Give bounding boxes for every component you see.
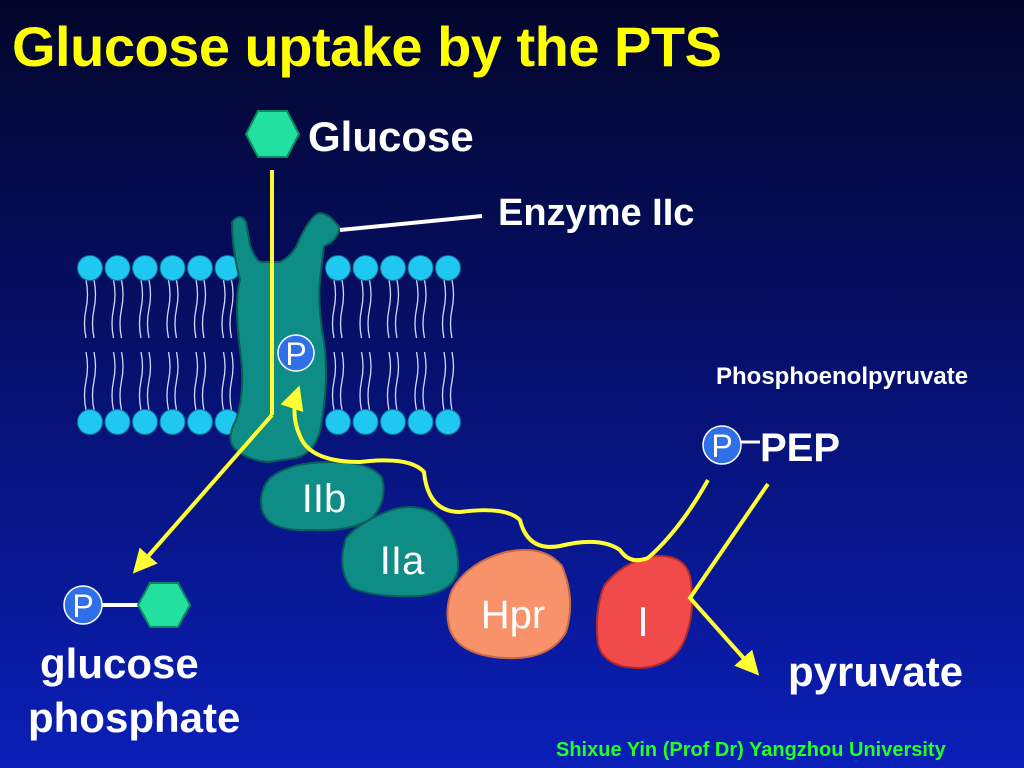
phosphoenolpyruvate-label: Phosphoenolpyruvate [716, 363, 969, 390]
lipid-head [325, 255, 351, 281]
lipid-tail [394, 279, 400, 339]
lipid-tail [138, 279, 144, 339]
lipid-tail [193, 279, 199, 339]
lipid-tail [229, 279, 234, 339]
lipid-tail [359, 351, 364, 411]
lipid-tail [367, 279, 372, 339]
lipid-bilayer-membrane [77, 255, 461, 435]
protein-enzyme-i [595, 554, 694, 670]
slide-title: Glucose uptake by the PTS [12, 15, 722, 78]
lipid-head [435, 255, 461, 281]
lipid-tail [91, 351, 97, 411]
lipid-head [380, 409, 406, 435]
lipid-head [77, 255, 103, 281]
lipid-tail [119, 351, 124, 411]
phosphate-circle-pep [702, 425, 742, 465]
lipid-tail [201, 279, 207, 339]
protein-iia [341, 506, 460, 598]
lipid-tail [229, 351, 234, 411]
glucose-hexagon [244, 110, 301, 158]
lipid-tail [339, 279, 345, 339]
lipid-tail [449, 351, 455, 411]
lipid-head [104, 255, 131, 281]
lipid-head [407, 255, 434, 281]
lipid-tail [221, 279, 226, 339]
glucose-phosphate-hexagon [136, 582, 192, 628]
lipid-tail [146, 279, 152, 339]
lipid-tail [394, 351, 400, 411]
lipid-head [77, 409, 103, 435]
lipid-head [159, 409, 186, 435]
lipid-tail [359, 279, 364, 339]
lipid-tail [201, 351, 207, 411]
lipid-tail [138, 351, 144, 411]
enzyme-iic-label: Enzyme IIc [498, 192, 695, 234]
pyruvate-label: pyruvate [788, 648, 964, 695]
lipid-head [352, 409, 379, 435]
lipid-tail [221, 351, 226, 411]
lipid-tail [193, 351, 199, 411]
lipid-tail [414, 279, 419, 339]
lipid-tail [331, 279, 337, 339]
lipid-tail [119, 279, 124, 339]
label-enzyme-i: I [637, 598, 649, 645]
lipid-tail [422, 351, 427, 411]
lipid-tail [166, 279, 171, 339]
lipid-head [435, 409, 461, 435]
phosphate-relay-path [280, 385, 710, 563]
label-iib: IIb [302, 477, 346, 521]
lipid-tail [367, 351, 372, 411]
lipid-tail [146, 351, 152, 411]
lipid-head [407, 409, 434, 435]
lipid-tail [166, 351, 171, 411]
lipid-head [132, 255, 158, 281]
lipid-head [132, 409, 158, 435]
label-iia: IIa [380, 539, 425, 583]
lipid-head [352, 255, 379, 281]
lipid-tail [422, 279, 427, 339]
protein-hpr [446, 548, 572, 660]
lipid-tail [386, 279, 392, 339]
pep-to-pyruvate-arrow [687, 482, 770, 676]
phosphate-symbol-iic: P [285, 336, 306, 372]
lipid-tail [414, 351, 419, 411]
lipid-head [380, 255, 406, 281]
lipid-tail [111, 351, 116, 411]
lipid-head [104, 409, 131, 435]
phosphate-symbol-pep: P [711, 428, 732, 464]
lipid-tail [83, 351, 89, 411]
pep-label: PEP [760, 426, 841, 470]
label-hpr: Hpr [481, 593, 545, 637]
lipid-tail [441, 351, 447, 411]
lipid-head [159, 255, 186, 281]
lipid-head [325, 409, 351, 435]
lipid-tail [174, 279, 179, 339]
lipid-head [187, 409, 213, 435]
lipid-tail [331, 351, 337, 411]
lipid-tail [386, 351, 392, 411]
phosphate-circle-iic [277, 334, 315, 372]
lipid-tail [83, 279, 89, 339]
glucose-phosphate-arrow [132, 413, 274, 574]
lipid-tail [441, 279, 447, 339]
phosphate-symbol-product: P [72, 588, 93, 624]
lipid-tail [91, 279, 97, 339]
lipid-head [187, 255, 213, 281]
lipid-tail [111, 279, 116, 339]
glucose-phosphate-label-line2: phosphate [28, 694, 241, 741]
lipid-tail [339, 351, 345, 411]
enzyme-iic-protein [229, 211, 342, 464]
glucose-label: Glucose [308, 113, 474, 160]
lipid-tail [174, 351, 179, 411]
author-credit: Shixue Yin (Prof Dr) Yangzhou University [556, 739, 946, 761]
enzyme-iic-pointer [339, 214, 483, 232]
glucose-phosphate-label-line1: glucose [40, 640, 199, 687]
lipid-tail [449, 279, 455, 339]
